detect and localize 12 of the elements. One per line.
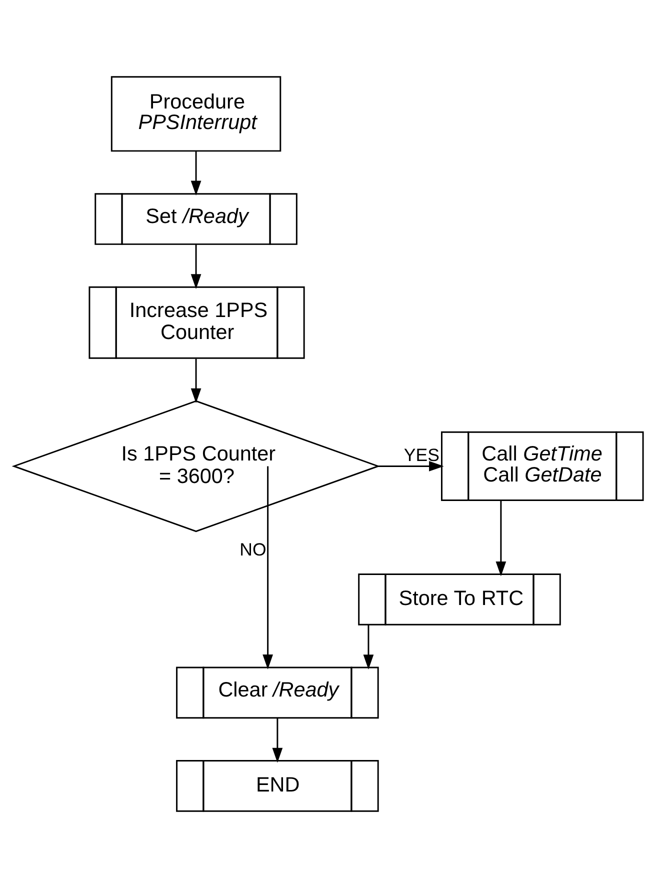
arrow <box>378 460 444 471</box>
arrow <box>190 358 202 403</box>
edge-label: YES <box>404 444 440 465</box>
arrow <box>190 244 202 288</box>
arrow <box>496 500 506 576</box>
node-box: Procedure PPSInterrupt <box>110 76 282 152</box>
arrow <box>363 624 374 669</box>
arrow <box>262 466 273 669</box>
node-diamond: Is 1PPS Counter = 3600? <box>12 400 380 532</box>
arrow <box>190 150 202 196</box>
arrow <box>272 718 283 762</box>
edge-label: NO <box>240 539 266 560</box>
